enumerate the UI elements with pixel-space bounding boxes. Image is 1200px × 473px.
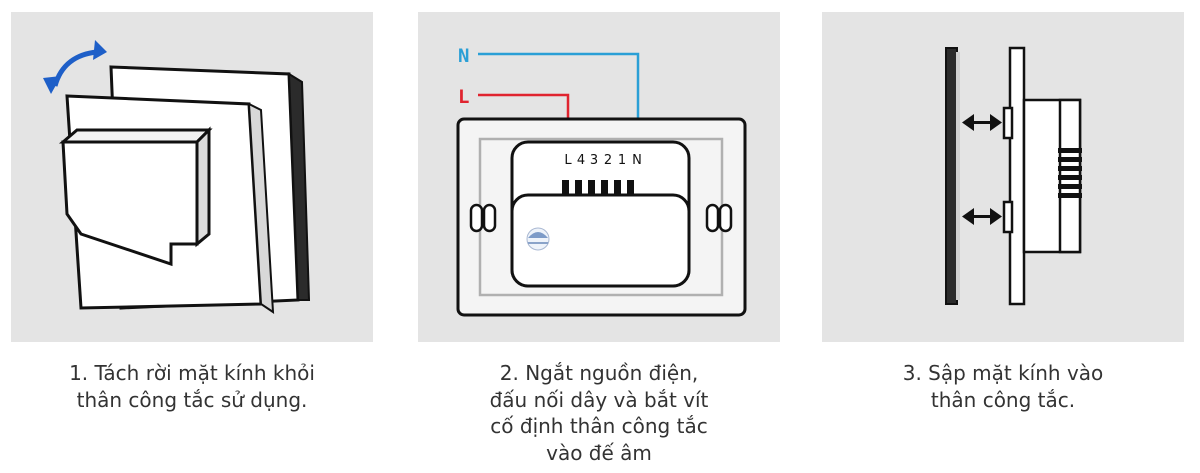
step3-caption: 3. Sập mặt kính vào thân công tắc. [822, 360, 1184, 413]
glass-plate-edge [287, 72, 311, 301]
rotate-arrow-icon [43, 40, 107, 94]
caption-line: 2. Ngắt nguồn điện, [499, 361, 699, 385]
caption-line: thân công tắc. [930, 387, 1076, 412]
screw-hole-right [705, 203, 733, 233]
step1-illustration [11, 12, 373, 342]
switch-detach-drawing [43, 40, 311, 314]
switch-body-top [58, 128, 213, 144]
terminal-label: N [632, 153, 642, 168]
switch-plate-edge [247, 102, 275, 314]
neutral-wire-label: N [458, 45, 469, 67]
screw-hole-left [469, 203, 497, 233]
caption-line: vào đế âm [546, 440, 652, 465]
caption-line: 1. Tách rời mặt kính khỏi [69, 361, 315, 385]
clip-bottom [1002, 200, 1014, 234]
terminal-label: L [564, 153, 572, 168]
switch-cover [510, 193, 691, 288]
terminal-label: 4 [577, 153, 585, 168]
double-arrow-icon [962, 208, 1002, 225]
live-wire-label: L [458, 86, 469, 108]
wiring-diagram: N L L 4 3 2 1 N [456, 45, 747, 317]
terminal-label: 1 [618, 153, 626, 168]
brand-logo-icon [526, 227, 550, 251]
caption-line: 3. Sập mặt kính vào [902, 361, 1104, 385]
switch-body-side [195, 126, 211, 248]
base-plate-side [1008, 46, 1026, 306]
double-arrow-icon [962, 114, 1002, 131]
terminal-blocks [562, 180, 634, 194]
step3-illustration [822, 12, 1184, 342]
glass-plate-side [945, 47, 958, 305]
caption-line: cố định thân công tắc [490, 414, 708, 438]
terminal-label: 3 [590, 153, 598, 168]
step2-caption: 2. Ngắt nguồn điện, đấu nối dây và bắt v… [418, 360, 780, 466]
step2-illustration: N L L 4 3 2 1 N [418, 12, 780, 342]
step1-caption: 1. Tách rời mặt kính khỏi thân công tắc … [11, 360, 373, 413]
neutral-wire [478, 52, 640, 148]
caption-line: đấu nối dây và bắt vít [489, 387, 709, 412]
terminal-fins [1058, 148, 1082, 198]
clip-top [1002, 106, 1014, 140]
switch-attach-drawing [945, 46, 1082, 306]
glass-plate-edge [956, 52, 960, 300]
terminal-label: 2 [604, 153, 612, 168]
caption-line: thân công tắc sử dụng. [76, 387, 308, 412]
